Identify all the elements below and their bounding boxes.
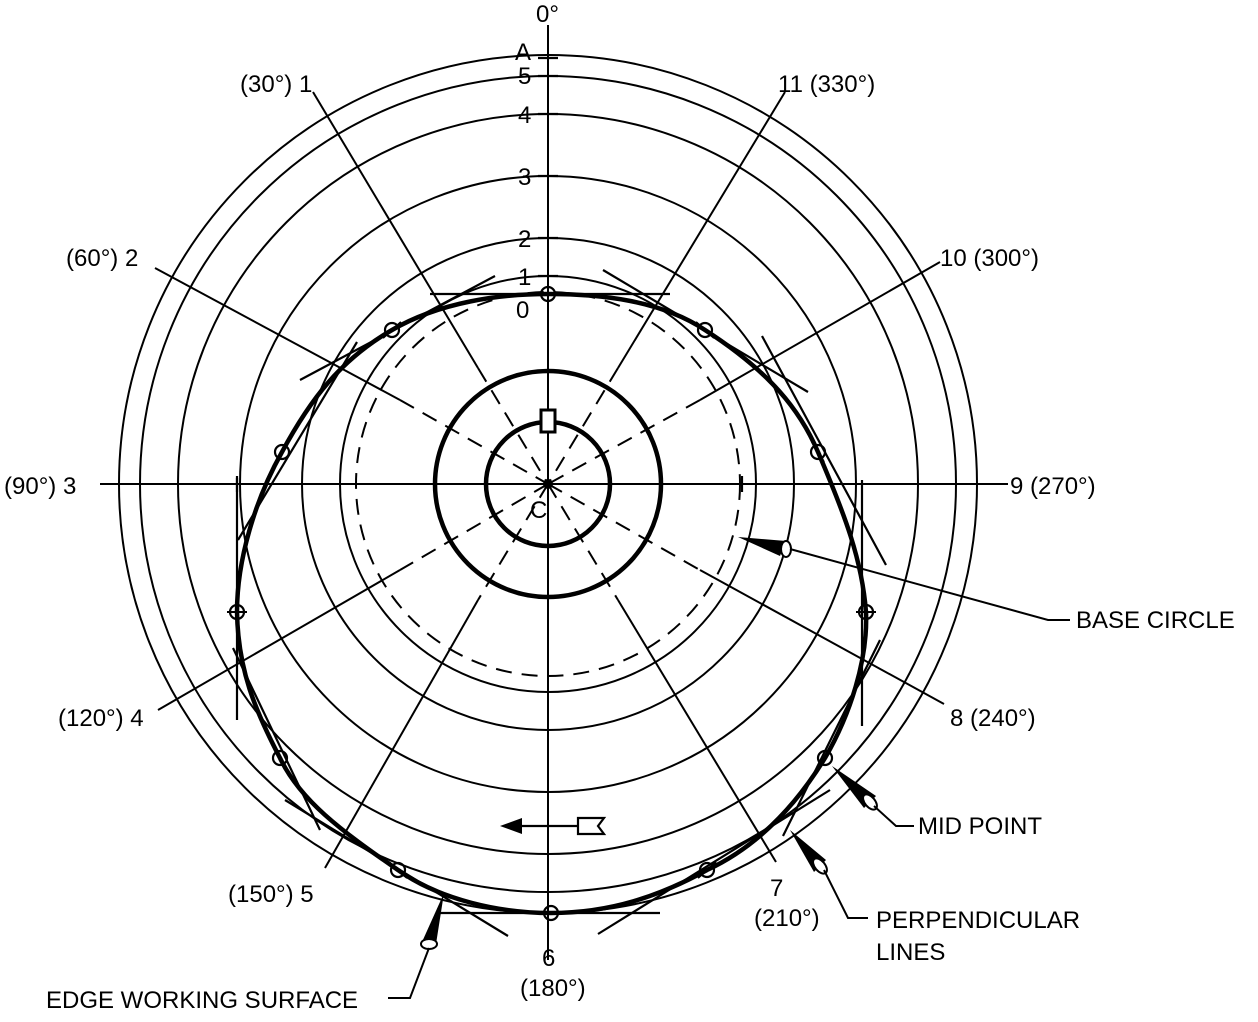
callout-edge-working-surface: EDGE WORKING SURFACE (46, 987, 358, 1014)
radial-line-11-dashed (547, 367, 619, 485)
point-marker-8 (816, 747, 834, 769)
radial-line-10-solid (699, 261, 941, 401)
radial-line-11-solid (617, 91, 786, 369)
point-marker-11 (695, 321, 715, 339)
label-division-8: 8 (240°) (950, 705, 1036, 732)
radial-line-5-solid (324, 599, 479, 869)
label-division-9: 9 (270°) (1010, 473, 1096, 500)
point-marker-2 (273, 441, 291, 463)
point-marker-10 (809, 441, 827, 463)
label-scale-3: 3 (518, 164, 531, 191)
edge-surface-pointer-icon (422, 893, 444, 944)
label-center-c: C (530, 497, 547, 524)
division-points (227, 285, 876, 922)
point-marker-9 (856, 603, 876, 621)
base-circle-leader (789, 548, 1070, 621)
radial-lines (100, 25, 1008, 960)
radial-line-2-dashed (399, 399, 549, 485)
perpendicular-line-7 (597, 789, 831, 935)
label-division-7-degrees: (210°) (754, 905, 820, 932)
label-division-2: (60°) 2 (66, 245, 138, 272)
callout-pointers (388, 537, 1070, 999)
callout-lines: LINES (876, 939, 945, 966)
point-marker-5 (388, 861, 408, 879)
callout-base-circle: BASE CIRCLE (1076, 607, 1235, 634)
rotation-arrow-head (500, 818, 522, 834)
radial-line-7-dashed (547, 483, 619, 601)
cam-profile (234, 291, 869, 916)
radial-line-4-solid (157, 569, 401, 711)
label-scale-0: 0 (516, 297, 529, 324)
point-marker-1 (382, 321, 402, 339)
point-marker-7 (697, 861, 717, 879)
label-scale-4: 4 (518, 102, 531, 129)
edge-surface-pointer-end-icon (420, 938, 438, 950)
radial-line-1-dashed (477, 367, 549, 485)
center-marks (235, 56, 744, 492)
label-division-4: (120°) 4 (58, 705, 144, 732)
radial-line-1-solid (312, 91, 479, 369)
label-division-6-number: 6 (542, 945, 555, 972)
label-division-6-degrees: (180°) (520, 975, 586, 1002)
mid-point-leader (873, 805, 914, 827)
label-scale-2: 2 (518, 226, 531, 253)
radial-line-8-dashed (547, 483, 701, 571)
callout-mid-point: MID POINT (918, 813, 1042, 840)
radial-line-7-solid (617, 599, 777, 863)
rotation-arrow-fletching-icon (576, 816, 607, 836)
base-circle-pointer-icon (738, 537, 786, 556)
keyway-icon (539, 408, 557, 434)
point-marker-4 (271, 747, 289, 769)
label-division-10: 10 (300°) (940, 245, 1039, 272)
perpendicular-leader (823, 869, 868, 919)
radial-line-10-dashed (547, 399, 701, 485)
label-division-3: (90°) 3 (4, 473, 76, 500)
rotation-arrow (500, 816, 607, 836)
point-marker-6 (541, 904, 561, 922)
label-scale-5: 5 (518, 63, 531, 90)
callout-perpendicular: PERPENDICULAR (876, 907, 1080, 934)
perpendicular-line-8 (782, 639, 881, 837)
label-division-7-number: 7 (770, 875, 783, 902)
edge-surface-leader (388, 947, 430, 999)
point-marker-0 (538, 285, 558, 303)
label-division-11: 11 (330°) (778, 71, 875, 98)
perpendicular-pointer-end-icon (812, 857, 828, 875)
label-division-1: (30°) 1 (240, 71, 312, 98)
label-scale-1: 1 (518, 264, 531, 291)
radial-line-4-dashed (399, 483, 549, 571)
radial-line-2-solid (154, 267, 401, 401)
point-marker-3 (227, 603, 247, 621)
label-top-angle: 0° (536, 1, 559, 28)
label-division-5: (150°) 5 (228, 881, 314, 908)
base-circle-pointer-end-icon (780, 540, 792, 558)
label-point-a: A (515, 39, 531, 66)
radial-line-8-solid (699, 569, 945, 705)
center-point (543, 479, 553, 489)
diagram-labels: 0° A 5 4 3 2 1 0 C (30°) 1 11 (330°) (60… (4, 1, 1235, 1014)
radial-line-5-dashed (477, 483, 549, 601)
